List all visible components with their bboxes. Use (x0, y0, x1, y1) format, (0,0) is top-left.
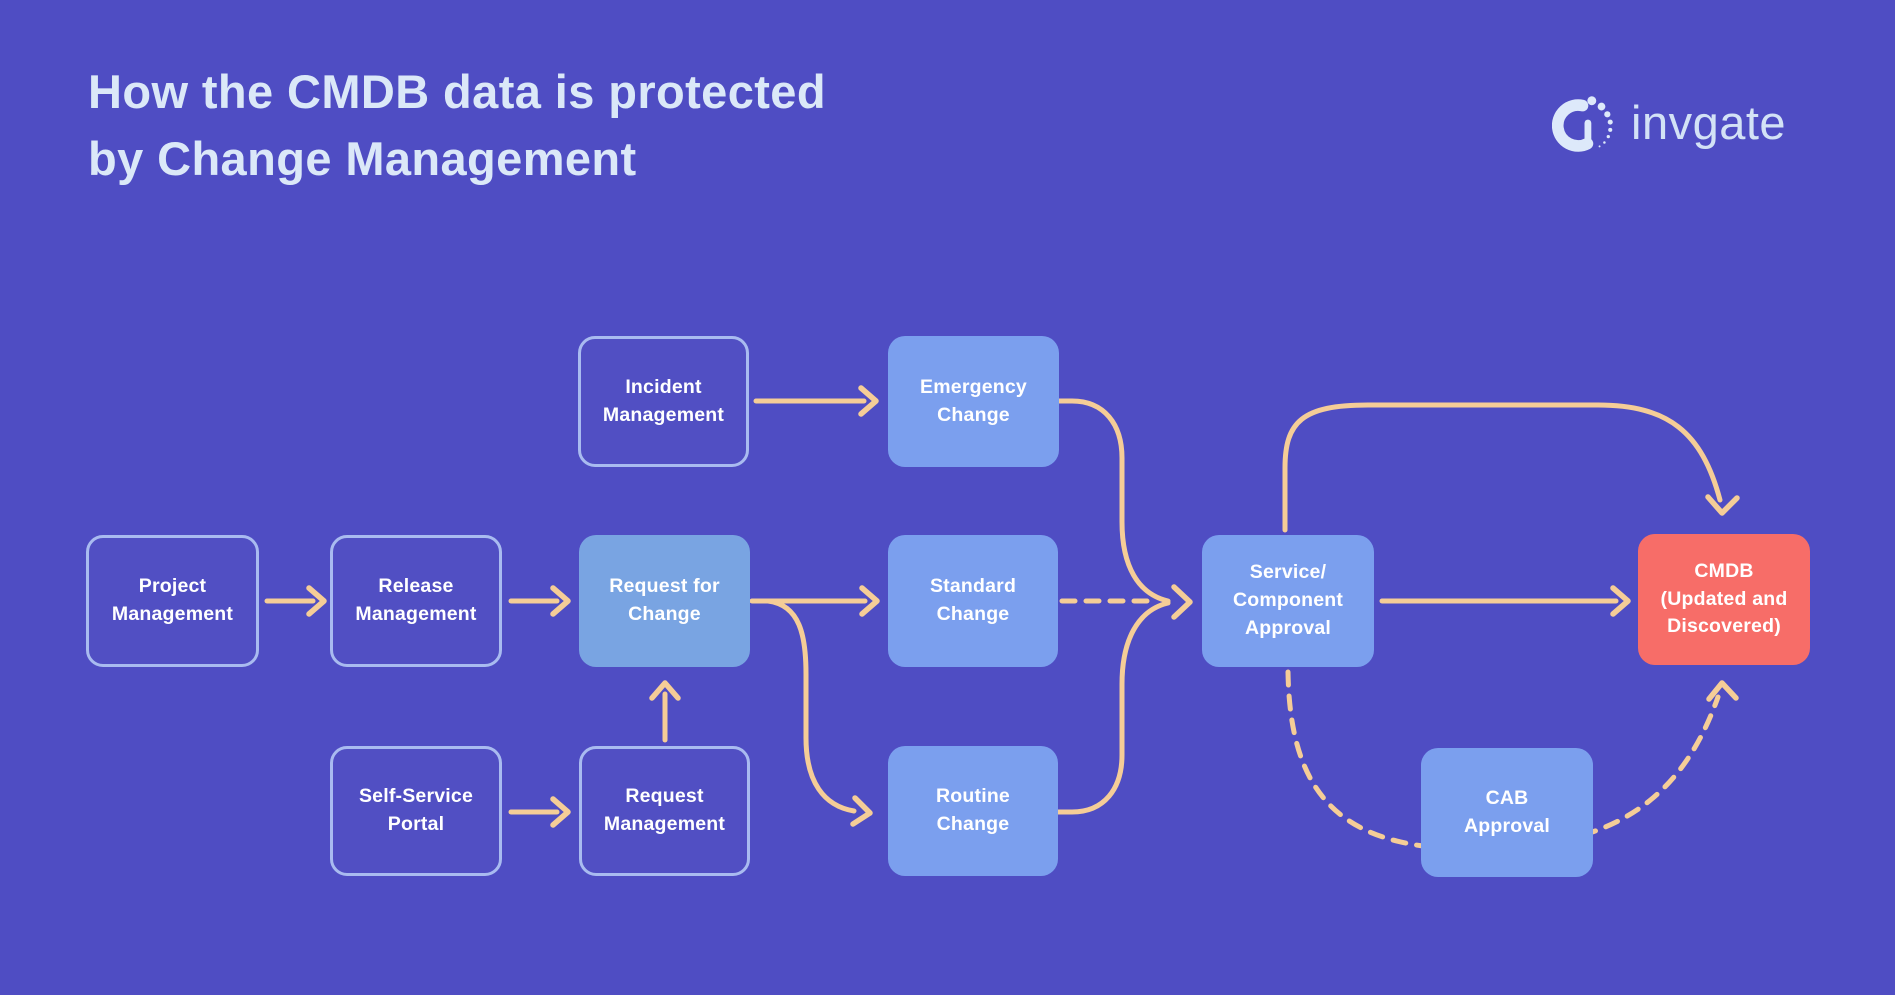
node-project-management: Project Management (86, 535, 259, 667)
invgate-logo-icon (1552, 92, 1618, 158)
arrowhead-rfc-to-standard (859, 585, 880, 617)
invgate-logo-wordmark: invgate (1631, 95, 1787, 149)
arrowhead-selfservice-to-requestmgmt (550, 796, 571, 828)
node-cab-approval: CAB Approval (1421, 748, 1593, 877)
arrowhead-service-to-cmdb (1610, 585, 1631, 617)
arrowhead-project-to-release (306, 585, 327, 617)
page-title: How the CMDB data is protected by Change… (88, 65, 826, 186)
arrow-rfc-to-routine (765, 598, 857, 814)
arrowhead-service-to-cmdb-top (1705, 494, 1740, 516)
arrow-routine-to-junction (1055, 600, 1171, 815)
node-routine-change: Routine Change (888, 746, 1058, 876)
node-incident-management: Incident Management (578, 336, 749, 467)
node-self-service-portal: Self-Service Portal (330, 746, 502, 876)
arrow-emergency-to-junction (1055, 398, 1171, 604)
invgate-logo: invgate (1552, 92, 1786, 158)
arrowhead-rfc-to-routine (850, 795, 873, 827)
arrowhead-incident-to-emergency (858, 385, 879, 417)
node-standard-change: Standard Change (888, 535, 1058, 667)
arrowhead-junction-to-service (1171, 584, 1193, 620)
arrowhead-release-to-rfc (550, 585, 571, 617)
arrow-service-to-cmdb-top (1282, 402, 1723, 533)
node-request-management: Request Management (579, 746, 750, 876)
arrowhead-cab-to-cmdb (1706, 680, 1739, 702)
node-request-for-change: Request for Change (579, 535, 750, 667)
arrowhead-requestmgmt-to-rfc (649, 680, 681, 701)
node-release-management: Release Management (330, 535, 502, 667)
node-service-component-approval: Service/ Component Approval (1202, 535, 1374, 667)
node-emergency-change: Emergency Change (888, 336, 1059, 467)
node-cmdb: CMDB (Updated and Discovered) (1638, 534, 1810, 665)
